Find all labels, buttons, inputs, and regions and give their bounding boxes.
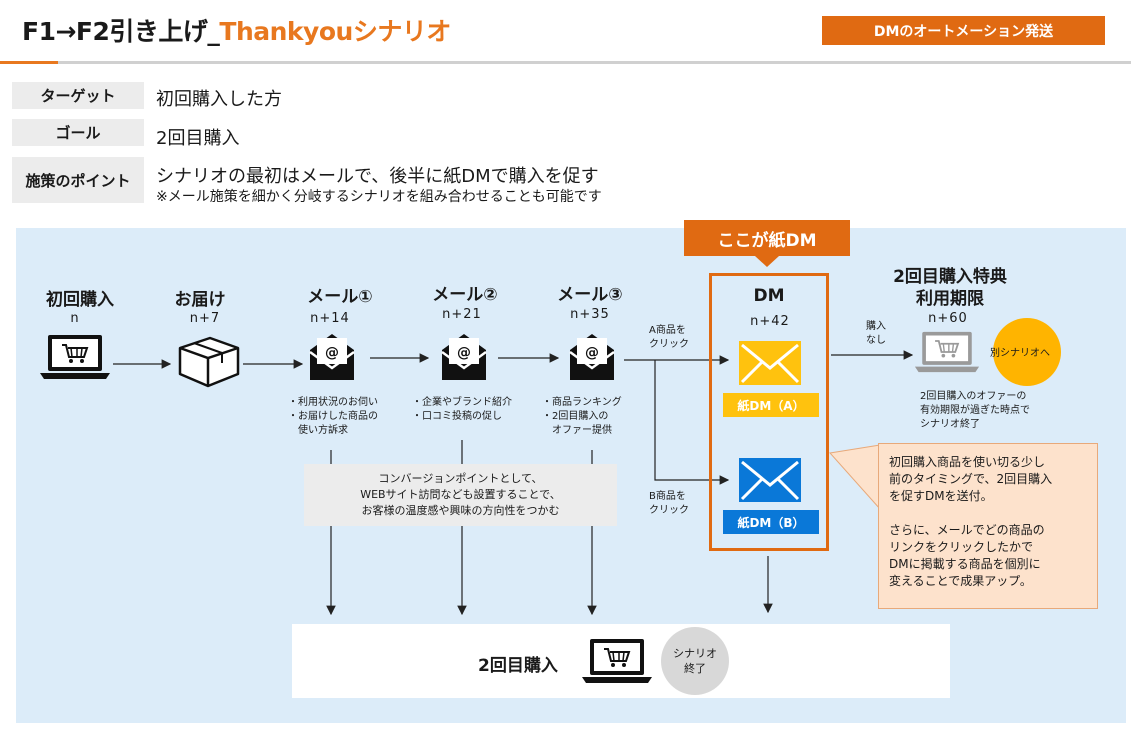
open-mail-icon: @ — [441, 334, 487, 380]
branch-a-line: A商品を — [649, 325, 686, 336]
target-label: ターゲット — [12, 82, 144, 109]
mail3-bullet: オファー提供 — [542, 425, 612, 436]
scenario-end-circle: シナリオ 終了 — [661, 627, 729, 695]
target-value: 初回購入した方 — [156, 89, 282, 110]
no-purchase-label: 購入 なし — [866, 320, 886, 348]
dm-note-line: さらに、メールでどの商品の — [889, 523, 1045, 537]
arrow-mail3-to-dm-b — [654, 360, 730, 485]
envelope-icon — [739, 341, 801, 385]
svg-text:@: @ — [325, 345, 339, 361]
mail1-bullets: ・利用状況のお伺い ・お届けした商品の 使い方訴求 — [288, 396, 378, 438]
laptop-cart-icon — [582, 639, 652, 683]
no-purchase-line: 購入 — [866, 321, 886, 332]
dm-note-line — [889, 505, 1089, 522]
no-purchase-line: なし — [866, 335, 886, 346]
title-accent: Thankyouシナリオ — [219, 17, 451, 46]
title-main: F1→F2引き上げ_ — [22, 17, 220, 46]
dm-note-line: DMに掲載する商品を個別に — [889, 557, 1041, 571]
point-note: ※メール施策を細かく分岐するシナリオを組み合わせることも可能です — [156, 189, 602, 205]
dm-callout: ここが紙DM — [684, 220, 850, 256]
dm-highlight-box — [709, 273, 829, 551]
expiry-title-line2: 利用期限 — [916, 289, 984, 309]
mail1-day: n+14 — [310, 311, 350, 326]
expiry-note-line: シナリオ終了 — [920, 419, 980, 430]
conversion-note-box: コンバージョンポイントとして、 WEBサイト訪問なども設置することで、 お客様の… — [304, 464, 617, 526]
branch-a-line: クリック — [649, 339, 689, 350]
other-scenario-label: 別シナリオへ — [990, 348, 1050, 359]
other-scenario-circle — [993, 318, 1061, 386]
dm-note-line: 前のタイミングで、2回目購入 — [889, 472, 1053, 486]
mail1-bullet: ・お届けした商品の — [288, 411, 378, 422]
mail3-day: n+35 — [570, 307, 610, 322]
dm-day: n+42 — [750, 314, 790, 329]
point-value: シナリオの最初はメールで、後半に紙DMで購入を促す — [156, 166, 599, 187]
first-purchase-day: n — [70, 311, 80, 326]
expiry-note: 2回目購入のオファーの 有効期限が過ぎた時点で シナリオ終了 — [920, 390, 1030, 432]
goal-value: 2回目購入 — [156, 128, 240, 149]
envelope-icon — [739, 458, 801, 502]
dm-note-line: リンクをクリックしたかで — [889, 540, 1034, 554]
conversion-note-line: WEBサイト訪問なども設置することで、 — [360, 488, 561, 501]
first-purchase-title: 初回購入 — [46, 290, 114, 310]
mail2-day: n+21 — [442, 307, 482, 322]
mail1-bullet: 使い方訴求 — [288, 425, 348, 436]
expiry-note-line: 2回目購入のオファーの — [920, 391, 1027, 402]
scenario-end-line: シナリオ — [673, 647, 717, 660]
laptop-cart-icon — [914, 331, 980, 373]
branch-b-line: B商品を — [649, 491, 686, 502]
mail3-bullet: ・商品ランキング — [542, 397, 622, 408]
conversion-note-line: お客様の温度感や興味の方向性をつかむ — [361, 504, 560, 517]
header-rule — [0, 61, 1131, 64]
mail2-title: メール② — [432, 285, 498, 305]
branch-b-line: クリック — [649, 505, 689, 516]
expiry-day: n+60 — [928, 311, 968, 326]
laptop-cart-icon — [40, 335, 110, 379]
mail2-bullet: ・企業やブランド紹介 — [412, 397, 512, 408]
svg-text:@: @ — [585, 345, 599, 361]
scenario-end-line: 終了 — [684, 662, 706, 675]
dm-note-line: を促すDMを送付。 — [889, 489, 993, 503]
svg-text:@: @ — [457, 345, 471, 361]
dm-note-box: 初回購入商品を使い切る少し 前のタイミングで、2回目購入 を促すDMを送付。 さ… — [878, 443, 1098, 609]
expiry-title-line1: 2回目購入特典 — [893, 267, 1007, 287]
goal-label: ゴール — [12, 119, 144, 146]
dm-a-tag: 紙DM（A） — [723, 393, 819, 417]
conversion-note-line: コンバージョンポイントとして、 — [378, 472, 543, 485]
mail2-bullets: ・企業やブランド紹介 ・口コミ投稿の促し — [412, 396, 512, 424]
delivery-title: お届け — [174, 290, 226, 310]
dm-b-tag: 紙DM（B） — [723, 510, 819, 534]
branch-a-label: A商品を クリック — [649, 324, 689, 352]
package-box-icon — [178, 336, 240, 388]
header-rule-accent — [0, 61, 58, 64]
mail1-title: メール① — [307, 287, 373, 307]
branch-b-label: B商品を クリック — [649, 490, 689, 518]
mail3-bullets: ・商品ランキング ・2回目購入の オファー提供 — [542, 396, 622, 438]
mail3-bullet: ・2回目購入の — [542, 411, 609, 422]
page-title: F1→F2引き上げ_Thankyouシナリオ — [22, 12, 451, 48]
dm-note-line: 初回購入商品を使い切る少し — [889, 455, 1046, 469]
point-label: 施策のポイント — [12, 157, 144, 203]
mail2-bullet: ・口コミ投稿の促し — [412, 411, 502, 422]
delivery-day: n+7 — [189, 311, 221, 326]
mail3-title: メール③ — [557, 285, 623, 305]
dm-note-line: 変えることで成果アップ。 — [889, 574, 1032, 588]
open-mail-icon: @ — [569, 334, 615, 380]
header-badge: DMのオートメーション発送 — [822, 16, 1105, 45]
expiry-note-line: 有効期限が過ぎた時点で — [920, 405, 1030, 416]
open-mail-icon: @ — [309, 334, 355, 380]
dm-callout-pointer — [755, 256, 779, 267]
second-purchase-label: 2回目購入 — [478, 656, 558, 676]
mail1-bullet: ・利用状況のお伺い — [288, 397, 378, 408]
dm-note-pointer — [829, 444, 881, 510]
dm-title: DM — [753, 286, 785, 306]
